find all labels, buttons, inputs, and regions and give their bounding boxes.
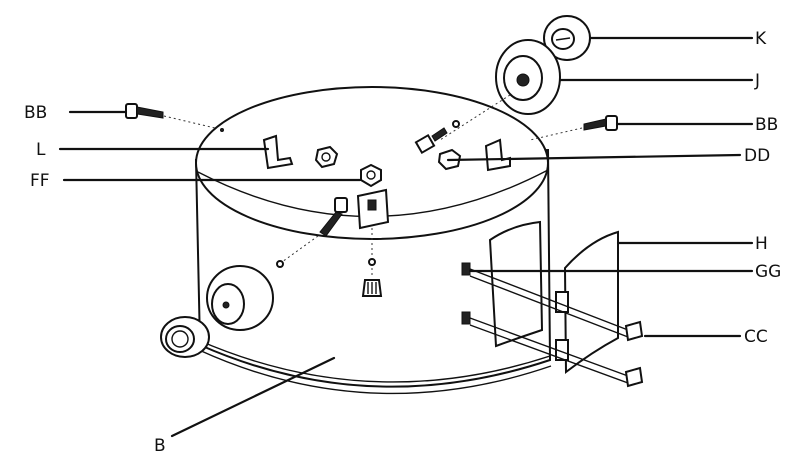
label-k: K xyxy=(755,29,767,49)
part-h-panel-outer xyxy=(555,230,619,375)
part-h-panel-inner xyxy=(488,220,544,348)
label-bb-right: BB xyxy=(755,115,778,135)
part-cc-screws xyxy=(624,320,644,388)
label-l: L xyxy=(36,140,46,160)
leader-b xyxy=(170,356,336,438)
part-ff-fitting xyxy=(356,163,390,230)
part-bb-bolt-left xyxy=(125,103,164,119)
part-bb-bolt-right xyxy=(583,115,618,131)
label-ff: FF xyxy=(30,171,50,191)
label-bb-left: BB xyxy=(24,103,47,123)
label-gg: GG xyxy=(755,262,781,282)
tank-bottom-rim-inner xyxy=(198,349,552,395)
part-l-bracket xyxy=(262,134,339,170)
part-drain-plug xyxy=(361,279,383,297)
part-k-cap xyxy=(543,15,591,61)
leader-j-bolt xyxy=(439,94,511,141)
label-h: H xyxy=(755,234,768,254)
part-j-flange xyxy=(495,39,561,115)
label-j: J xyxy=(754,71,760,91)
label-cc: CC xyxy=(744,327,768,347)
part-side-flange xyxy=(206,265,274,331)
part-bolt-lid xyxy=(319,197,348,237)
tank-bottom-rim xyxy=(197,339,551,383)
label-b: B xyxy=(154,436,166,456)
part-b-inlet-fitting xyxy=(160,316,210,358)
leader-dd xyxy=(446,153,742,162)
leader-lines xyxy=(58,36,754,438)
part-bolt-top xyxy=(414,120,460,155)
label-dd: DD xyxy=(744,146,770,166)
tank-body xyxy=(194,86,552,395)
